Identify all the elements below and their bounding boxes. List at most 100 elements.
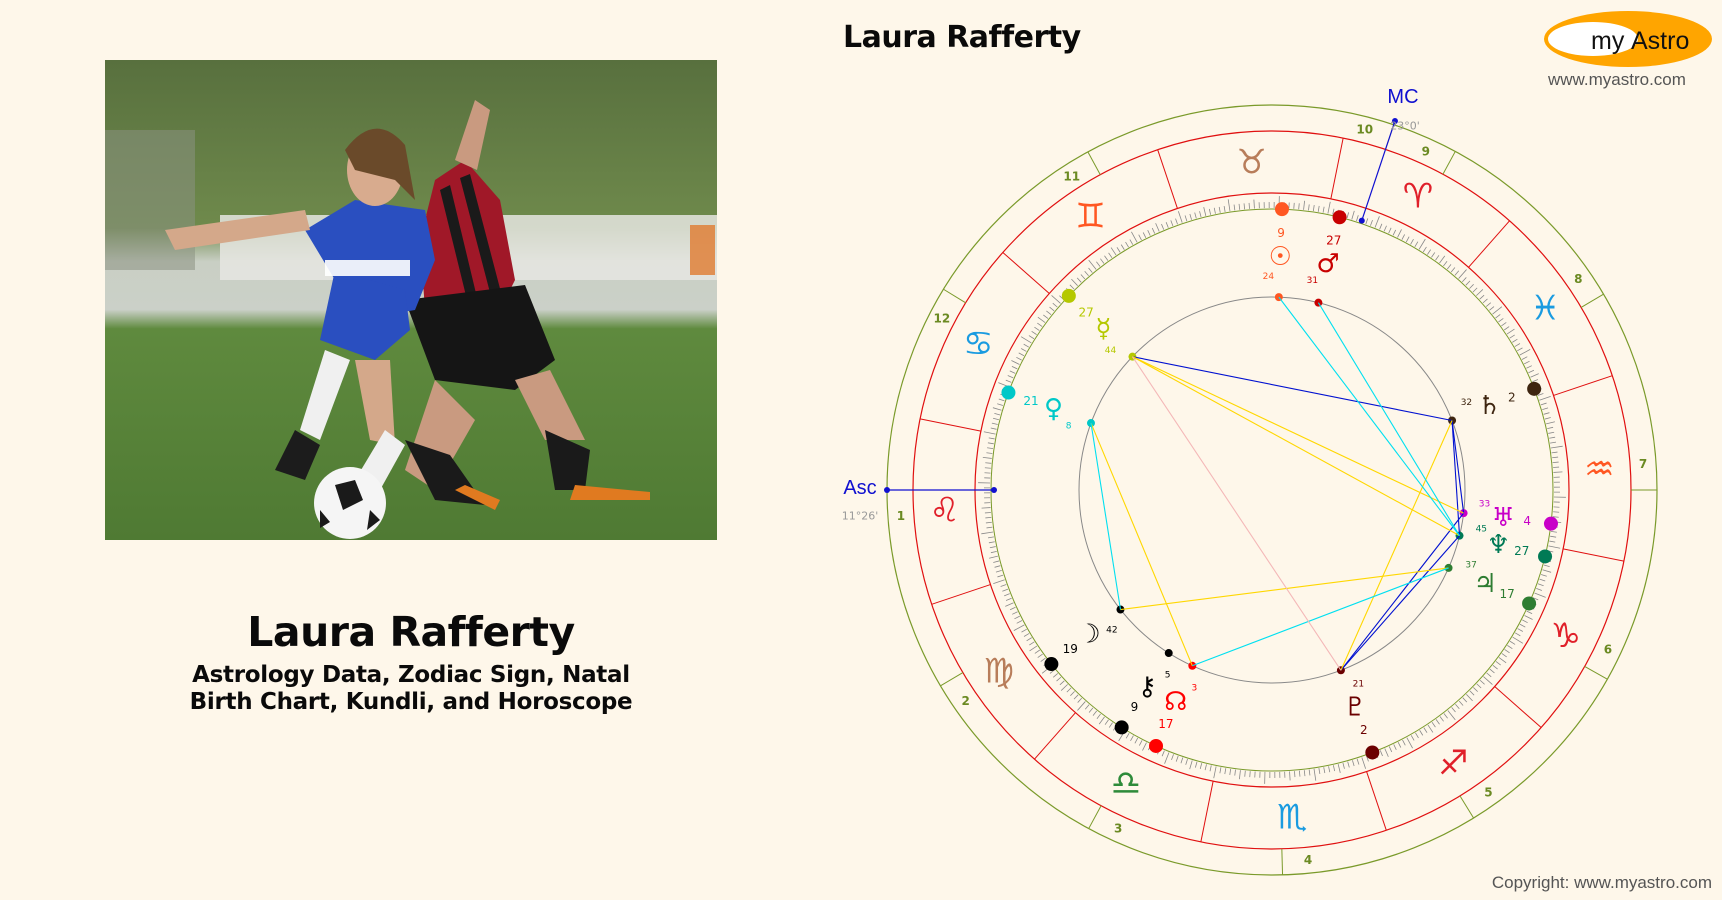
degree-tick [1450,267,1456,273]
house-cusp [1087,151,1101,175]
degree-tick [1029,645,1038,652]
aspect-line-sextile [1340,512,1465,671]
planet-minute: 8 [1066,422,1072,432]
degree-tick [981,531,994,535]
house-cusp [1459,795,1474,819]
degree-tick [1234,769,1236,776]
planet-jupiter-marker [1522,596,1537,611]
degree-tick [1000,584,1007,587]
degree-tick [1419,730,1424,736]
degree-tick [1521,356,1528,360]
degree-tick [1451,707,1456,713]
degree-tick [1435,719,1440,725]
degree-tick [1189,213,1192,220]
zodiac-cancer-icon: ♋ [963,324,993,364]
football-photo-illustration [105,60,717,540]
planet-uranus-icon: ♅ [1492,503,1515,533]
degree-tick [1485,302,1492,307]
planet-mars-icon: ♂ [1316,249,1339,279]
degree-tick [1298,203,1300,210]
degree-tick [1498,657,1507,664]
midheaven-degree: 23°0' [1390,119,1420,132]
aspect-line-square [1278,296,1460,536]
degree-tick [993,579,1005,585]
degree-tick [1023,343,1030,348]
degree-tick [1332,765,1336,772]
degree-tick [1443,261,1448,267]
degree-tick [1328,766,1331,773]
degree-tick [987,536,994,539]
degree-tick [1356,215,1359,222]
planet-minute: 33 [1479,499,1490,509]
planet-degree: 21 [1023,394,1038,408]
degree-tick [1446,264,1452,270]
degree-tick [1532,379,1539,383]
zodiac-libra-icon: ♎ [1111,764,1141,804]
degree-tick [1108,252,1113,259]
aspect-line-trine [1132,356,1460,537]
degree-tick [1347,761,1350,768]
degree-tick [1454,270,1460,276]
degree-tick [1540,574,1547,577]
degree-tick [1009,370,1016,374]
degree-tick [989,555,998,559]
degree-tick [1522,619,1528,624]
degree-tick [1009,606,1016,611]
degree-tick [1548,431,1555,434]
degree-tick [1546,421,1555,425]
degree-tick [1028,335,1035,340]
degree-tick [1170,220,1174,227]
planet-mercury-marker [1061,288,1076,303]
degree-tick [1427,724,1434,733]
degree-tick [1013,624,1025,631]
degree-tick [1005,379,1012,383]
degree-tick [1547,426,1554,430]
degree-tick [1512,338,1518,343]
degree-tick [998,398,1005,402]
degree-tick [1317,205,1320,212]
degree-tick [1504,649,1510,654]
ascendant-inner-marker [991,487,997,493]
planet-mars-marker [1332,210,1347,225]
planet-neptune-icon: ♆ [1487,530,1510,560]
degree-tick [1514,343,1521,347]
degree-tick [1096,713,1101,719]
degree-tick [1108,722,1113,728]
degree-tick [1388,227,1392,234]
sign-boundary [1200,781,1214,842]
degree-tick [1439,255,1446,264]
degree-tick [1104,255,1109,261]
sign-boundary [931,584,991,605]
degree-tick [1051,295,1061,304]
degree-tick [1509,334,1515,339]
degree-tick [1142,742,1147,751]
planet-mercury-icon: ☿ [1096,314,1112,344]
house-number-6: 6 [1604,643,1612,657]
degree-tick [1005,602,1014,607]
degree-tick [1401,234,1406,240]
degree-tick [1069,284,1075,290]
degree-tick [1501,322,1507,327]
house-number-4: 4 [1304,853,1312,867]
site-url[interactable]: www.myastro.com [1548,70,1686,89]
degree-tick [1161,750,1165,757]
myastro-logo[interactable]: my Astro [1543,10,1713,68]
degree-tick [1180,757,1184,764]
degree-tick [1435,255,1440,261]
degree-tick [1151,227,1156,234]
degree-tick [992,407,1002,411]
degree-tick [1517,628,1524,632]
sign-boundary [1002,252,1050,294]
degree-tick [1171,754,1174,761]
degree-tick [1012,611,1018,615]
aspect-line-trine [1120,567,1449,611]
planet-minute: 24 [1263,272,1275,282]
midheaven-line [1361,120,1396,221]
degree-tick [1116,247,1121,253]
degree-tick [1014,615,1020,620]
zodiac-pisces-icon: ♓ [1530,289,1560,329]
aspect-line-square [1192,567,1449,667]
degree-tick [1402,739,1406,746]
degree-tick [1537,583,1544,587]
degree-tick [1544,417,1551,420]
